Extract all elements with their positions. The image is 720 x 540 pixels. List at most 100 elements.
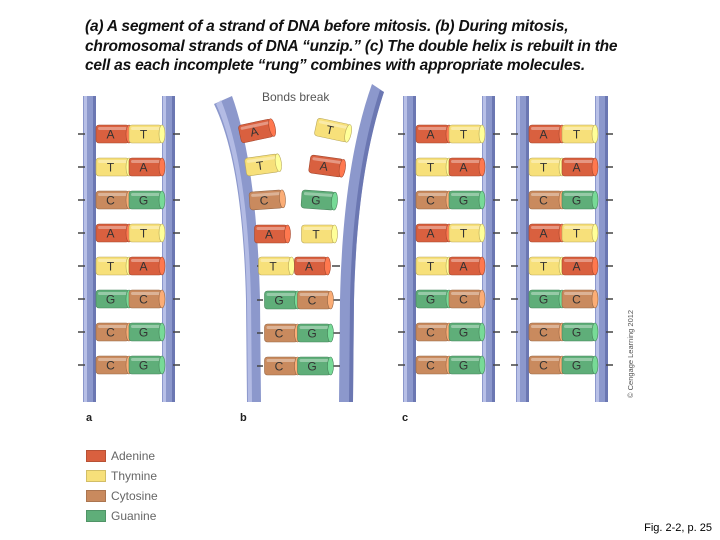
unzipped-base-2-right-letter: G [311,193,321,208]
g-c2-base-4-right-letter: A [572,260,580,274]
g-c1-base-1-right: A [448,157,486,177]
cytosine-swatch-icon [86,490,106,502]
guanine-swatch-icon [86,510,106,522]
g-c1-base-5-right: C [448,289,486,309]
g-a-base-2-right: G [128,190,166,210]
g-a-base-2-left: C [95,190,133,210]
unzipped-base-5-left-letter: G [274,294,283,308]
g-c1-base-1-right-letter: A [459,161,467,175]
unzipped-base-0-right: T [314,118,352,143]
g-c2-base-0-right-letter: T [573,128,581,142]
thymine-swatch-icon [86,470,106,482]
g-c1-base-4-left: T [415,256,453,276]
g-c2-base-5-right: C [561,289,599,309]
unzipped-base-6-right-letter: G [307,327,316,341]
legend-label-adenine: Adenine [111,449,156,463]
unzipped-base-1-left: T [244,153,282,177]
unzipped-base-3-right: T [301,224,338,244]
g-a-base-5-right: C [128,289,166,309]
g-a-base-2-right-letter: G [139,194,148,208]
g-a-base-7-left: C [95,355,133,375]
g-c1-base-6-right: G [448,322,486,342]
unzipped-right-backbone [339,84,384,402]
unzipped-base-1-left-letter: T [255,158,265,173]
unzipped-base-3-left-letter: A [265,228,273,242]
g-c2-base-1-left-letter: T [540,161,548,175]
g-a-base-1-left: T [95,157,133,177]
g-c1-base-6-right-letter: G [459,326,468,340]
unzipped-base-7-left-letter: C [275,360,284,374]
g-a-base-1-right: A [128,157,166,177]
g-a-base-6-right-letter: G [139,326,148,340]
g-a-base-6-right: G [128,322,166,342]
unzipped-base-1-right-letter: A [319,159,329,174]
g-a-base-0-right: T [128,124,166,144]
unzipped-base-7-right-letter: G [307,360,316,374]
legend-label-cytosine: Cytosine [111,489,158,503]
g-c2-base-4-left-letter: T [540,260,548,274]
unzipped-base-6-right: G [297,323,334,343]
g-c1-base-2-left: C [415,190,453,210]
g-c2-base-7-left-letter: C [539,359,548,373]
g-c1-base-5-left: G [415,289,453,309]
g-c2-left-backbone [516,96,529,402]
g-c2-base-3-left: A [528,223,566,243]
unzipped-base-2-left-letter: C [259,193,269,208]
unzipped-base-6-left: C [264,323,301,343]
g-c1-right-backbone [482,96,495,402]
g-c2-base-5-right-letter: C [572,293,581,307]
g-a-base-7-right: G [128,355,166,375]
unzipped-base-0-right-letter: T [325,122,336,137]
unzipped-base-6-left-letter: C [275,327,284,341]
unzipped-base-4-right: A [294,256,331,276]
g-c2-base-1-left: T [528,157,566,177]
g-c2-base-0-right: T [561,124,599,144]
figure-caption: (a) A segment of a strand of DNA before … [85,18,618,74]
unzipped-base-5-right-letter: C [308,294,317,308]
g-a-base-7-left-letter: C [106,359,115,373]
panel-label-b: b [240,412,247,424]
unzipped-base-4-left-letter: T [269,260,277,274]
g-a-base-6-left: C [95,322,133,342]
legend-label-guanine: Guanine [111,509,157,523]
legend-label-thymine: Thymine [111,469,158,483]
g-c2-base-6-left-letter: C [539,326,548,340]
g-c1-base-0-right-letter: T [460,128,468,142]
g-a-base-3-right-letter: T [140,227,148,241]
unzipped-base-3-left: A [254,224,291,244]
g-c1-base-5-left-letter: G [426,293,435,307]
unzipped-base-7-right: G [297,356,334,376]
legend-item-adenine: Adenine [86,446,158,466]
figure-reference: Fig. 2-2, p. 25 [644,522,712,534]
g-c1-base-3-left: A [415,223,453,243]
g-c1-left-backbone [403,96,416,402]
g-c1-base-1-left: T [415,157,453,177]
legend-item-cytosine: Cytosine [86,486,158,506]
g-a-base-7-right-letter: G [139,359,148,373]
g-c1-base-7-right-letter: G [459,359,468,373]
g-c2-base-6-right: G [561,322,599,342]
adenine-swatch-icon [86,450,106,462]
g-c2-base-3-right: T [561,223,599,243]
unzipped-base-5-right: C [297,290,334,310]
unzipped-left-backbone [214,96,261,402]
g-a-left-backbone [83,96,96,402]
g-a-base-4-right: A [128,256,166,276]
g-c1-base-7-right: G [448,355,486,375]
g-a-base-3-right: T [128,223,166,243]
panel-label-c: c [402,412,408,424]
unzipped-base-7-left: C [264,356,301,376]
g-c1-base-7-left: C [415,355,453,375]
g-c1-base-3-right: T [448,223,486,243]
g-c1-base-6-left-letter: C [426,326,435,340]
g-c2-base-3-left-letter: A [539,227,547,241]
unzipped-base-2-left: C [248,189,286,211]
g-c2-base-1-right-letter: A [572,161,580,175]
g-c1-base-5-right-letter: C [459,293,468,307]
g-a-base-5-right-letter: C [139,293,148,307]
g-c1-base-4-right: A [448,256,486,276]
g-a-base-0-right-letter: T [140,128,148,142]
g-c1-base-4-right-letter: A [459,260,467,274]
